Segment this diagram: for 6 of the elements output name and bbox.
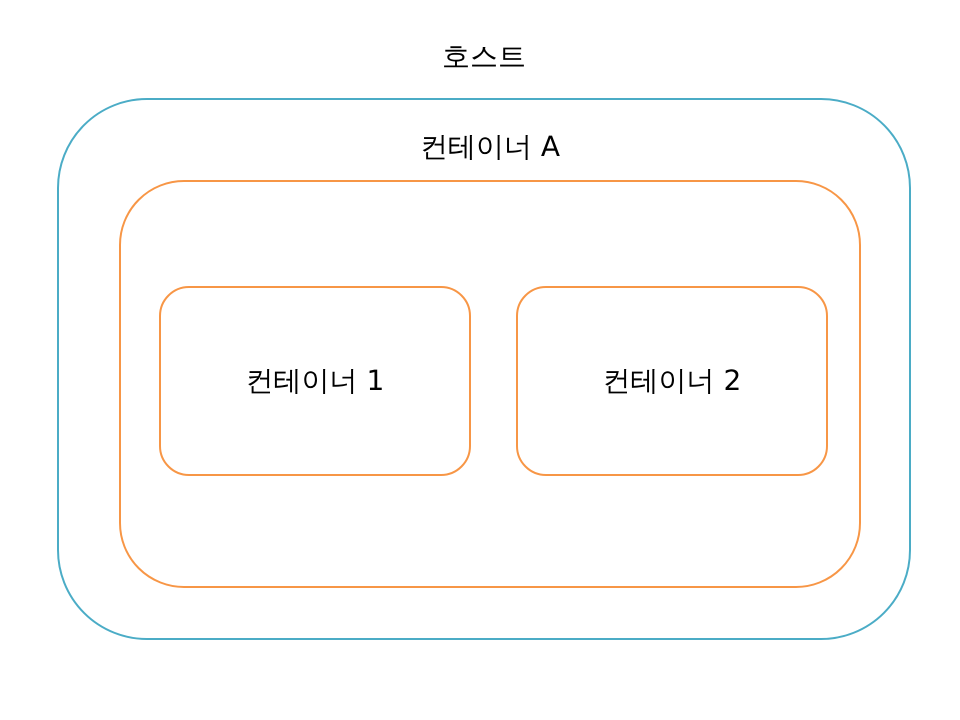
box-label: 호스트: [442, 40, 526, 74]
box-label: 컨테이너 1: [246, 364, 384, 398]
box-label: 컨테이너 2: [602, 364, 742, 398]
container-box: [159, 286, 471, 476]
container-box: [516, 286, 828, 476]
box-label: 컨테이너 A: [420, 130, 560, 164]
